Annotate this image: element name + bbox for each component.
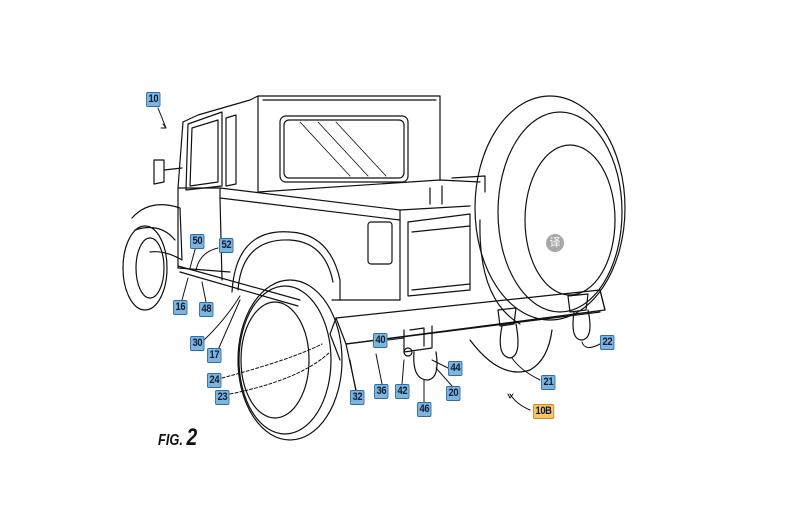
ref-label-40[interactable]: 40 [373,333,388,348]
ref-label-23[interactable]: 23 [215,390,230,405]
ref-label-48[interactable]: 48 [199,302,214,317]
side-step [177,265,301,307]
figure-caption-prefix: FIG. [158,432,183,449]
ref-label-10[interactable]: 10 [146,92,161,107]
rear-tub [177,175,486,301]
ref-label-32[interactable]: 32 [350,390,365,405]
ref-label-46[interactable]: 46 [417,402,432,417]
cab [153,95,441,269]
ref-label-21[interactable]: 21 [541,375,556,390]
ref-label-44[interactable]: 44 [448,361,463,376]
hitch-receiver [403,325,438,381]
ref-label-22[interactable]: 22 [600,335,615,350]
ref-label-17[interactable]: 17 [207,348,222,363]
figure-caption: FIG. 2 [158,424,197,452]
figure-caption-number: 2 [186,424,198,451]
ref-label-50[interactable]: 50 [190,234,205,249]
ref-label-30[interactable]: 30 [190,336,205,351]
rear-wheel [237,279,343,441]
spare-tire [474,95,626,325]
ref-label-10b[interactable]: 10B [533,404,554,419]
translate-icon[interactable]: 译 [546,234,564,252]
ref-label-52[interactable]: 52 [219,238,234,253]
ref-label-36[interactable]: 36 [374,384,389,399]
rear-fender [231,231,341,301]
rear-bumper [329,289,606,391]
front-fender [131,204,183,261]
leader-lines [157,107,601,411]
front-wheel [122,225,176,311]
ref-label-16[interactable]: 16 [173,300,188,315]
ref-label-24[interactable]: 24 [207,373,222,388]
ref-label-20[interactable]: 20 [446,386,461,401]
ref-label-42[interactable]: 42 [395,384,410,399]
tow-shackles [497,293,591,359]
